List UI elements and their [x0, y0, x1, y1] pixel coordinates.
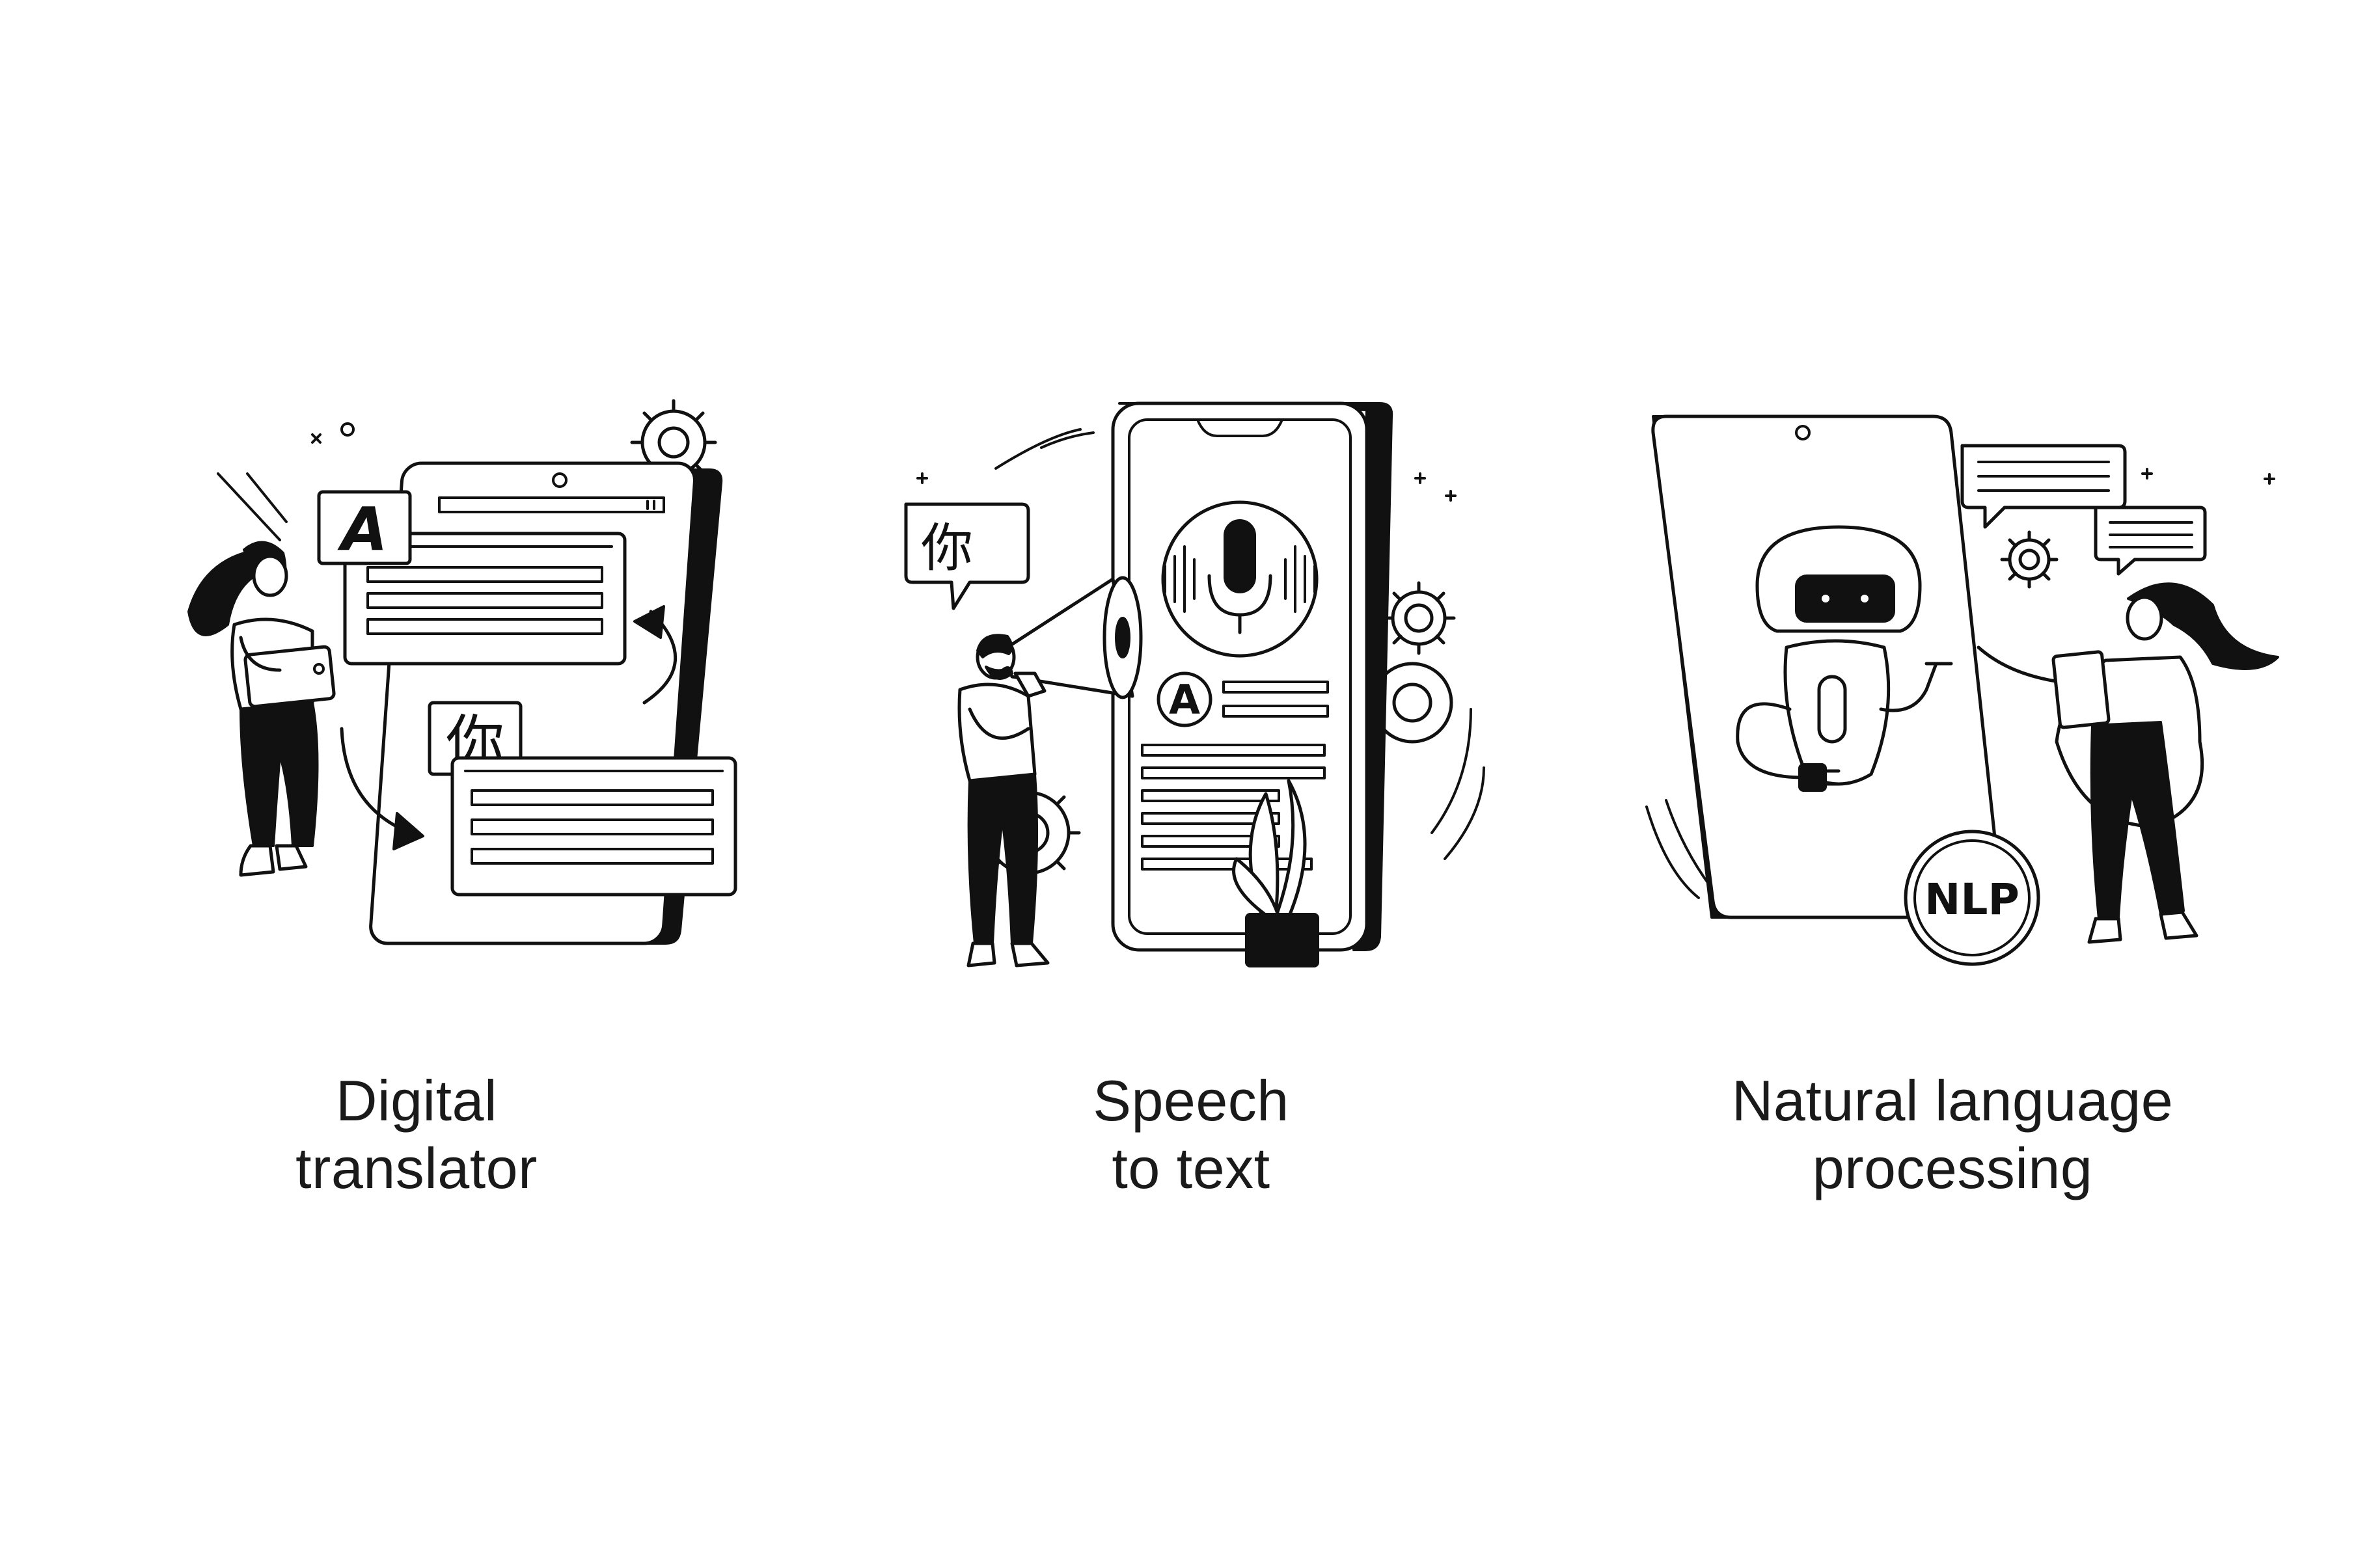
phone-camera	[1795, 425, 1811, 440]
sparkle-icon	[916, 472, 1457, 502]
nlp-illustration: NLP	[1645, 414, 2279, 966]
speech-to-text-illustration: A 你	[904, 401, 1485, 967]
megaphone-icon	[1000, 576, 1143, 699]
panel-digital-translator: A 你 Digital translator	[150, 364, 768, 1200]
digital-translator-illustration: A 你	[187, 399, 737, 945]
chat-bubble-icon	[2094, 506, 2207, 576]
sound-wave	[1164, 545, 1316, 613]
cjk-glyph: 你	[921, 518, 973, 578]
nlp-badge-label: NLP	[1924, 874, 2020, 925]
phone-camera	[552, 472, 568, 488]
caption-line: Natural language	[1731, 1068, 2174, 1133]
caption-line: to text	[1112, 1136, 1270, 1200]
caption-line: processing	[1812, 1136, 2093, 1200]
plant-icon	[1232, 779, 1319, 967]
caption-line: Speech	[1093, 1068, 1289, 1133]
woman-figure	[1977, 582, 2279, 944]
panel-natural-language-processing: NLP	[1640, 403, 2297, 1200]
sound-arc	[1431, 708, 1472, 834]
caption-line: Digital	[335, 1068, 498, 1133]
latin-glyph-circle	[1157, 671, 1212, 727]
motion-line	[246, 472, 288, 523]
latin-glyph-bubble	[317, 490, 412, 565]
nlp-badge	[1904, 830, 2040, 966]
robot-icon	[1736, 525, 1953, 792]
translated-text-card	[450, 756, 737, 897]
sparkle-icon	[2141, 468, 2275, 485]
tablet-icon	[243, 645, 336, 709]
caption-digital-translator: Digital translator	[254, 1067, 579, 1202]
caption-speech-to-text: Speech to text	[1012, 1067, 1370, 1202]
clipboard-icon	[2051, 650, 2111, 729]
gear-icon	[1382, 581, 1456, 655]
microphone-icon	[1207, 519, 1272, 634]
latin-glyph: A	[337, 494, 387, 564]
motion-line	[217, 472, 281, 541]
caption-natural-language-processing: Natural language processing	[1692, 1067, 2213, 1202]
latin-glyph: A	[1169, 676, 1200, 723]
sound-arc	[994, 428, 1082, 470]
man-figure	[957, 634, 1050, 967]
caption-line: translator	[295, 1136, 538, 1200]
sparkle-icon	[311, 422, 355, 444]
phone-status-bar	[438, 496, 665, 513]
woman-figure	[187, 541, 336, 877]
gear-icon	[2000, 530, 2059, 589]
panel-speech-to-text: A 你	[898, 390, 1485, 1200]
cjk-speech-bubble	[904, 502, 1030, 610]
